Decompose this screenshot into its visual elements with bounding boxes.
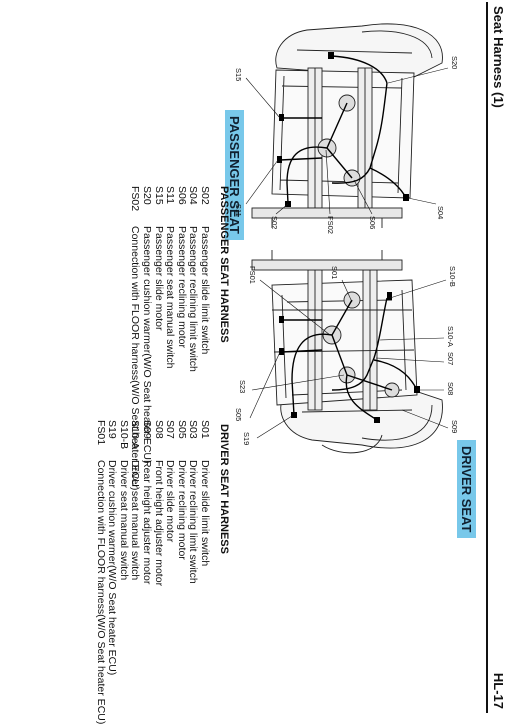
driver-harness-title: DRIVER SEAT HARNESS xyxy=(218,424,230,554)
callout-s04: S04 xyxy=(436,206,445,219)
legend-description: Passenger seat manual switch xyxy=(164,226,177,369)
driver-callouts: S10-B S10-A S07 S08 S09 S01 FS01 S23 S19… xyxy=(234,266,459,445)
callout-s07: S07 xyxy=(446,352,455,365)
legend-description: Passenger cushion warmer(W/O Seat heater… xyxy=(141,226,153,464)
page-number: HL-17 xyxy=(491,672,506,709)
passenger-seat-diagram: S20 S04 S06 FS02 S02 S11 S15 xyxy=(234,23,459,234)
legend-code: S15 xyxy=(152,186,165,205)
callout-s15: S15 xyxy=(234,68,243,81)
callout-s05: S05 xyxy=(234,408,243,421)
legend-description: Passenger reclining limit switch xyxy=(187,226,200,372)
callout-s08: S08 xyxy=(446,382,455,395)
driver-seat-diagram: S10-B S10-A S07 S08 S09 S01 FS01 S23 S19… xyxy=(234,250,459,454)
legend-code: S02 xyxy=(199,186,211,205)
callout-s10-a: S10-A xyxy=(446,326,455,347)
callout-s23: S23 xyxy=(238,380,247,393)
header-rule xyxy=(486,2,488,713)
callout-s10-b: S10-B xyxy=(448,266,457,287)
legend-code: S06 xyxy=(175,186,188,205)
callout-fs01: FS01 xyxy=(248,266,257,284)
callout-fs02: FS02 xyxy=(326,216,335,234)
legend-description: Passenger slide motor xyxy=(152,226,165,331)
legend-code: S11 xyxy=(164,186,177,204)
callout-s09: S09 xyxy=(450,420,459,433)
page-title: Seat Harness (1) xyxy=(491,6,506,108)
callout-s20: S20 xyxy=(450,56,459,69)
legend-description: Passenger slide limit switch xyxy=(199,226,211,355)
callout-s02: S02 xyxy=(270,216,279,229)
callout-s06: S06 xyxy=(368,216,377,229)
callout-s19: S19 xyxy=(242,432,251,445)
passenger-callouts: S20 S04 S06 FS02 S02 S11 S15 xyxy=(234,56,459,234)
legend-description: Connection with FLOOR harness(W/O Seat h… xyxy=(129,226,142,491)
callout-s01: S01 xyxy=(330,266,339,279)
legend-code: S04 xyxy=(187,186,200,205)
callout-s11: S11 xyxy=(234,204,243,217)
legend-description: Passenger reclining motor xyxy=(175,226,188,348)
passenger-harness-title: PASSENGER SEAT HARNESS xyxy=(218,186,230,343)
legend-code: FS02 xyxy=(129,186,142,212)
legend-code: S20 xyxy=(141,186,153,205)
